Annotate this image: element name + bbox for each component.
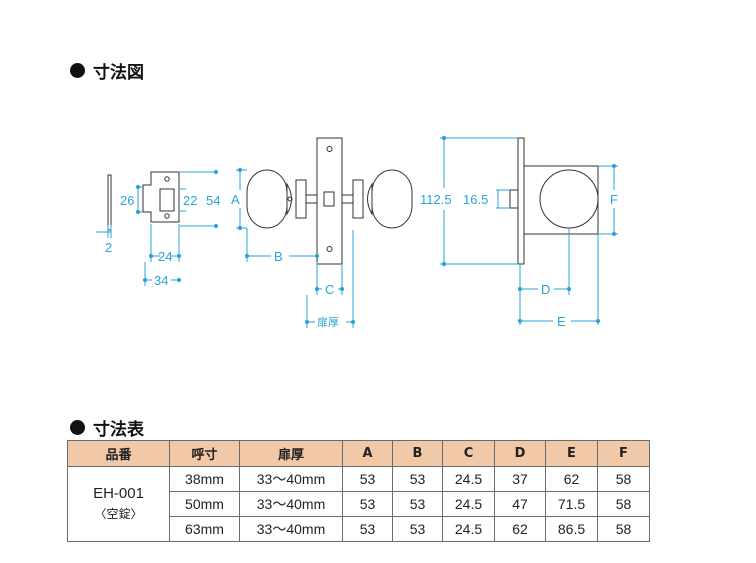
dim-label-34: 34 [154, 273, 168, 288]
model-cell: EH-001 〈空錠〉 [67, 466, 170, 542]
dim-label-d: D [541, 282, 550, 297]
table-cell: 53 [392, 491, 443, 517]
dim-label-54: 54 [206, 193, 220, 208]
table-cell: 33～40mm [239, 466, 343, 492]
dim-label-a: A [231, 192, 240, 207]
dim-label-26: 26 [120, 193, 134, 208]
dim-label-112-5: 112.5 [420, 192, 452, 207]
table-cell: 53 [342, 491, 393, 517]
header-nominal-size: 呼寸 [169, 440, 240, 467]
table-cell: 47 [494, 491, 546, 517]
header-model: 品番 [67, 440, 170, 467]
dimension-drawing-title: 寸法図 [93, 63, 144, 83]
dim-label-b: B [274, 249, 283, 264]
table-cell: 38mm [169, 466, 240, 492]
dimension-drawing: 2 26 22 54 24 34 A B C 扉厚 112.5 16.5 D E… [96, 135, 618, 329]
dim-label-22: 22 [183, 193, 197, 208]
header-door-thickness: 扉厚 [239, 440, 343, 467]
dimension-table-title: 寸法表 [93, 420, 144, 440]
dim-label-door-thickness: 扉厚 [317, 316, 339, 329]
dim-label-e: E [557, 314, 566, 329]
table-cell: 24.5 [442, 516, 495, 542]
table-cell: 53 [342, 466, 393, 492]
table-cell: 53 [392, 466, 443, 492]
latch-thin-plate [107, 174, 112, 231]
right-knob [371, 169, 413, 229]
left-knob [246, 169, 288, 229]
table-row: 63mm 33～40mm 53 53 24.5 62 86.5 58 [68, 516, 650, 542]
dim-label-c: C [325, 282, 334, 297]
dim-label-16-5: 16.5 [463, 192, 488, 207]
model-type: 〈空錠〉 [94, 507, 143, 521]
table-cell: 71.5 [545, 491, 598, 517]
table-header-row: 品番 呼寸 扉厚 A B C D E F [67, 440, 650, 467]
side-view-plate [517, 137, 525, 265]
dim-label-f: F [610, 192, 618, 207]
header-e: E [545, 440, 598, 467]
table-cell: 33～40mm [239, 491, 343, 517]
header-f: F [597, 440, 650, 467]
header-c: C [442, 440, 495, 467]
table-cell: 63mm [169, 516, 240, 542]
dimension-labels: 2 26 22 54 24 34 A B C 扉厚 112.5 16.5 D E… [105, 192, 618, 329]
header-a: A [342, 440, 393, 467]
header-b: B [392, 440, 443, 467]
table-cell: 24.5 [442, 491, 495, 517]
dim-label-2: 2 [105, 240, 112, 255]
table-cell: 37 [494, 466, 546, 492]
table-cell: 33～40mm [239, 516, 343, 542]
bullet-icon [70, 63, 85, 78]
table-cell: 62 [494, 516, 546, 542]
table-cell: 24.5 [442, 466, 495, 492]
dimension-drawing-heading: 寸法図 [70, 58, 144, 83]
dimension-lines [96, 135, 618, 328]
dimension-table-heading: 寸法表 [70, 415, 144, 440]
header-d: D [494, 440, 546, 467]
table-cell: 58 [597, 466, 650, 492]
table-cell: 58 [597, 491, 650, 517]
bullet-icon [70, 420, 85, 435]
dimension-table: 品番 呼寸 扉厚 A B C D E F EH-001 〈空錠〉 38mm 33… [67, 440, 650, 542]
dim-label-24: 24 [158, 249, 172, 264]
model-number: EH-001 [93, 485, 144, 502]
table-row: EH-001 〈空錠〉 38mm 33～40mm 53 53 24.5 37 6… [67, 466, 650, 542]
table-cell: 50mm [169, 491, 240, 517]
table-cell: 62 [545, 466, 598, 492]
table-cell: 53 [392, 516, 443, 542]
table-cell: 58 [597, 516, 650, 542]
table-cell: 86.5 [545, 516, 598, 542]
table-cell: 53 [342, 516, 393, 542]
